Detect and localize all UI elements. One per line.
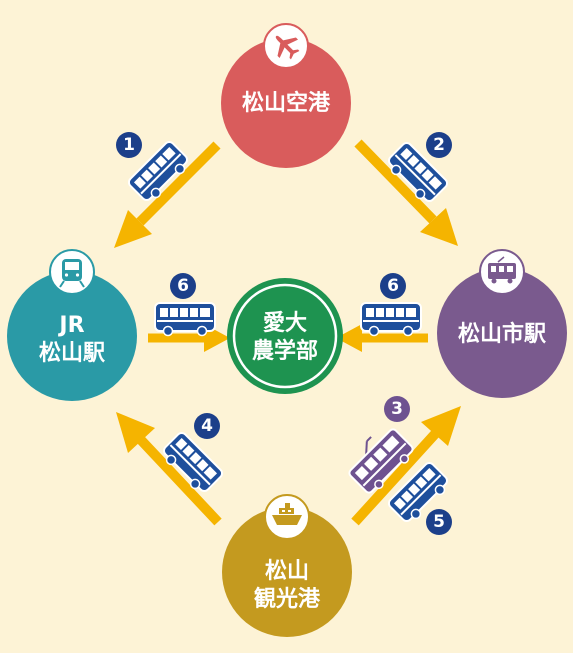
node-airport: 松山空港	[221, 23, 351, 168]
route-number-2: 2	[433, 135, 445, 155]
arrow-route-1	[114, 141, 221, 248]
route-number-1: 1	[123, 135, 135, 155]
airport-label: 松山空港	[242, 90, 331, 116]
route-badge-6-left: 6	[170, 273, 196, 299]
route-number-3: 3	[391, 399, 403, 419]
node-city-station: 松山市駅	[437, 249, 567, 398]
train-icon	[59, 259, 85, 288]
node-port: 松山 観光港	[222, 494, 352, 637]
route-number-6-left: 6	[177, 276, 189, 296]
arrow-route-3	[351, 406, 461, 526]
route-number-5: 5	[433, 512, 445, 532]
university-label-line1: 愛大	[263, 310, 307, 336]
bus-icon-route-6-right	[360, 302, 422, 337]
university-label-line2: 農学部	[252, 338, 318, 364]
route-badge-2: 2	[426, 132, 452, 158]
route-number-4: 4	[201, 416, 213, 436]
route-badge-5: 5	[426, 509, 452, 535]
bus-icon-route-4	[157, 429, 226, 498]
tram-icon	[488, 256, 516, 284]
node-jr-station: JR 松山駅	[7, 249, 137, 401]
jr-station-label-line2: 松山駅	[39, 341, 105, 366]
city-station-label: 松山市駅	[458, 321, 546, 347]
ship-icon	[272, 503, 302, 525]
route-badge-6-right: 6	[380, 273, 406, 299]
bus-icon-route-6-left	[154, 302, 216, 337]
port-label-line1: 松山	[265, 559, 309, 584]
arrow-route-6-right	[336, 324, 428, 352]
arrow-route-4	[116, 412, 222, 526]
route-badge-4: 4	[194, 413, 220, 439]
port-label-line2: 観光港	[254, 586, 321, 612]
jr-station-label-line1: JR	[57, 313, 84, 338]
route-badge-3: 3	[384, 396, 410, 422]
arrow-route-2	[354, 139, 458, 246]
airplane-icon	[275, 35, 300, 60]
route-badge-1: 1	[116, 132, 142, 158]
node-university: 愛大 農学部	[227, 278, 343, 394]
route-number-6-right: 6	[387, 276, 399, 296]
